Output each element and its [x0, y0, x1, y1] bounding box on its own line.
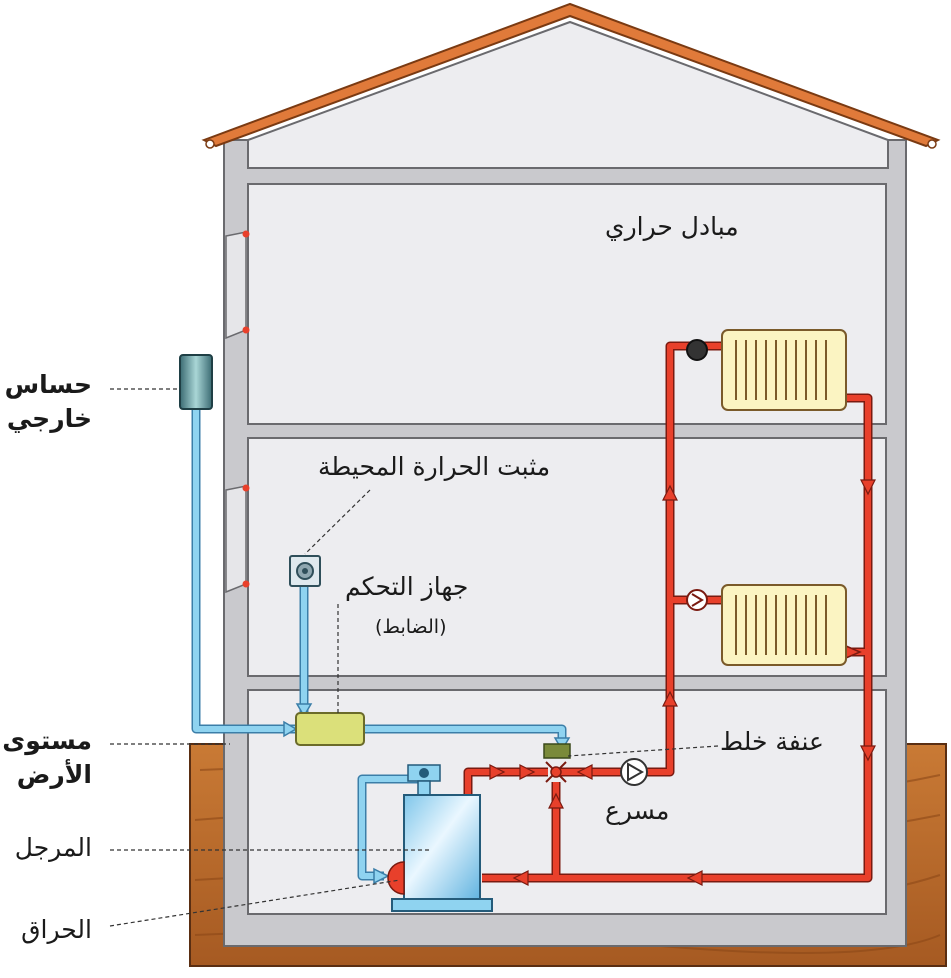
mixing-valve: [543, 743, 571, 783]
boiler: [391, 764, 493, 912]
label-boiler: المرجل: [14, 833, 92, 862]
label-controller-sub: (الضابط): [375, 616, 447, 638]
label-heat-exchanger: مبادل حراري: [605, 212, 739, 241]
radiator-lower: [721, 584, 847, 666]
hot-water-pipes: [463, 341, 873, 883]
label-outdoor-sensor-line1: حساس: [4, 370, 92, 399]
label-controller: جهاز التحكم: [345, 572, 469, 601]
house-walls: [223, 20, 907, 947]
pump: [620, 758, 648, 786]
controller: [295, 712, 365, 746]
room-thermostat: [289, 555, 321, 587]
label-outdoor-sensor-line2: خارجي: [6, 404, 92, 433]
label-mixing-valve: عنفة خلط: [720, 727, 824, 756]
label-ground-level-line2: الأرض: [16, 760, 92, 789]
burner: [387, 861, 405, 895]
control-arrows: [283, 703, 571, 885]
wall-windows: [225, 230, 250, 594]
label-pump: مسرع: [605, 796, 670, 825]
outdoor-sensor: [179, 354, 213, 410]
label-burner: الحراق: [21, 915, 92, 944]
flow-arrows: [489, 479, 876, 886]
label-ground-level-line1: مستوى: [2, 726, 92, 755]
roof: [201, 2, 941, 149]
label-outdoor-sensor: حساس خارجي: [4, 368, 92, 436]
leader-lines: [109, 388, 719, 927]
radiator-upper: [721, 329, 847, 411]
label-ground-level: مستوى الأرض: [2, 724, 92, 792]
radiator-valves: [686, 339, 862, 660]
label-room-thermostat: مثبت الحرارة المحيطة: [318, 452, 551, 481]
